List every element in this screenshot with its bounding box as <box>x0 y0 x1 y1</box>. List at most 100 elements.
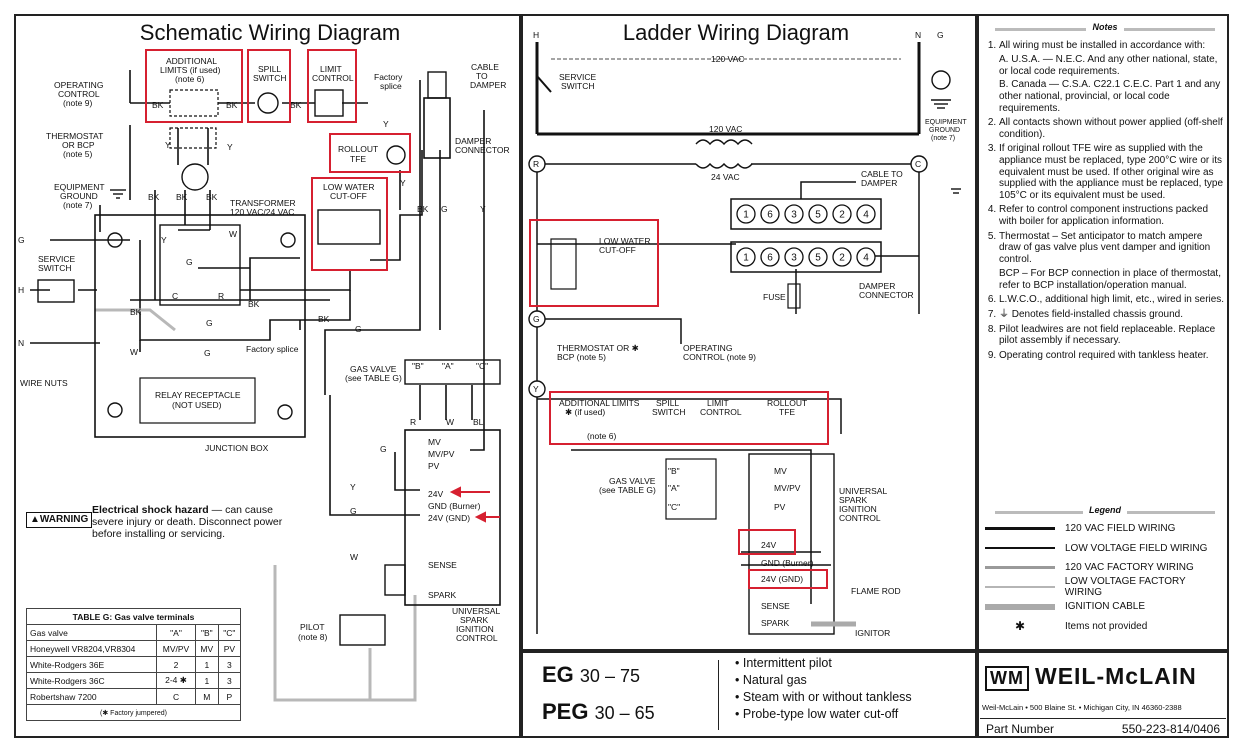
ladder-label-va: "A" <box>668 483 680 493</box>
ladder-label-sense: SENSE <box>761 601 790 611</box>
footer-divider <box>718 660 719 730</box>
feature-item: Intermittent pilot <box>735 655 912 672</box>
label-damper-connector-2: CONNECTOR <box>455 145 510 155</box>
legend-header: Legend <box>985 505 1225 515</box>
wire-label-bk: BK <box>148 192 160 202</box>
ladder-label-additional-limits-2: ✱ (if used) <box>565 407 605 417</box>
thermostat-symbol <box>181 163 209 191</box>
label-gas-valve: GAS VALVE <box>350 364 397 374</box>
pin-label: 3 <box>791 253 797 264</box>
note-item: Refer to control component instructions … <box>999 204 1225 227</box>
table-g: TABLE G: Gas valve terminals Gas valve "… <box>25 608 242 721</box>
ladder-label-spill-switch: SPILL <box>656 398 679 408</box>
note-item: If original rollout TFE wire as supplied… <box>999 143 1225 201</box>
note-item: Thermostat – Set anticipator to match am… <box>999 231 1225 292</box>
equipment-ground-screw <box>107 232 123 248</box>
ladder-label-damper-connector: DAMPER <box>859 281 895 291</box>
label-limit-control-2: CONTROL <box>312 73 354 83</box>
pin-circle <box>784 247 804 267</box>
model-panel <box>521 651 977 738</box>
label-additional-limits-2: LIMITS (if used) <box>160 65 221 75</box>
ladder-title: Ladder Wiring Diagram <box>622 20 850 45</box>
highlight-low-water-cutoff <box>311 177 388 271</box>
table-cell: White-Rodgers 36C <box>25 672 158 689</box>
jbox-screw-left <box>107 402 123 418</box>
ladder-label-trans-120: 120 VAC <box>709 124 742 134</box>
feature-item: Natural gas <box>735 672 912 689</box>
wire-label-bk: BK <box>318 314 330 324</box>
ladder-label-operating-control-2: CONTROL (note 9) <box>683 352 756 362</box>
schematic-diagram: ADDITIONAL LIMITS (if used) (note 6) SPI… <box>18 49 510 702</box>
ladder-label-trans-24: 24 VAC <box>711 172 740 182</box>
ladder-highlight-limits <box>549 391 829 445</box>
table-cell: White-Rodgers 36E <box>25 656 158 673</box>
highlight-additional-limits <box>145 49 243 123</box>
label-low-water-cutoff-2: CUT-OFF <box>330 191 367 201</box>
warning-bold: Electrical shock hazard <box>92 504 209 516</box>
relay-receptacle <box>139 377 256 424</box>
ladder-label-rollout-tfe: ROLLOUT <box>767 398 807 408</box>
ladder-label-y: Y <box>533 384 539 394</box>
feature-list: Intermittent pilot Natural gas Steam wit… <box>735 655 912 723</box>
ladder-label-spill-switch-2: SWITCH <box>652 407 686 417</box>
label-factory-splice: Factory <box>374 72 403 82</box>
wire-label-bk: BK <box>226 100 238 110</box>
legend-label: LOW VOLTAGE FACTORY WIRING <box>1064 576 1186 599</box>
note-item: All contacts shown without power applied… <box>999 117 1225 140</box>
wire-label-y: Y <box>165 140 171 150</box>
note-1a: A. U.S.A. — N.E.C. And any other nationa… <box>999 54 1218 77</box>
ladder-label-equipment-ground-2: GROUND <box>929 127 960 134</box>
table-cell: C <box>156 688 196 705</box>
pin-circle <box>760 204 780 224</box>
ladder-label-lwco: LOW WATER <box>599 236 650 246</box>
label-operating-control-2: CONTROL <box>58 89 100 99</box>
ladder-label-tspark: SPARK <box>761 618 790 628</box>
brand-mark: WM <box>985 666 1029 691</box>
wire-label-g: G <box>441 204 448 214</box>
table-cell: 1 <box>194 672 219 689</box>
label-limit-control: LIMIT <box>320 64 342 74</box>
pin-label: 4 <box>863 210 869 221</box>
wire-label-n: N <box>18 338 24 348</box>
ladder-label-fuse: FUSE <box>763 292 786 302</box>
part-number-row: Part Number 550-223-814/0406 <box>980 718 1226 736</box>
highlight-rollout-tfe <box>329 133 411 173</box>
ladder-ground-icon <box>931 70 961 194</box>
label-control: CONTROL <box>456 633 498 643</box>
wire-label-g: G <box>204 348 211 358</box>
note-item: Pilot leadwires are not field replaceabl… <box>999 324 1225 347</box>
damper-plug <box>427 71 447 99</box>
ladder-label-thermostat: THERMOSTAT OR ✱ <box>557 343 639 353</box>
ladder-label-service-switch-2: SWITCH <box>561 81 595 91</box>
wire-label-w: W <box>229 229 237 239</box>
table-cell: P <box>217 688 242 705</box>
label-service-switch-2: SWITCH <box>38 263 72 273</box>
wire-label-w: W <box>130 347 138 357</box>
table-header-cell: "C" <box>217 624 242 641</box>
notes: Notes All wiring must be installed in ac… <box>985 22 1225 364</box>
legend-line-swatch <box>985 547 1055 550</box>
table-cell: Robertshaw 7200 <box>25 688 158 705</box>
ladder-transformer-coil <box>695 139 753 169</box>
label-equipment-ground: EQUIPMENT <box>54 182 105 192</box>
label-spill-switch-2: SWITCH <box>253 73 287 83</box>
notes-header: Notes <box>985 22 1225 34</box>
label-valve-c: "C" <box>476 361 488 371</box>
ladder-label-note6: (note 6) <box>587 431 616 441</box>
highlight-limit-control <box>307 49 357 123</box>
spill-switch-symbol <box>257 92 279 114</box>
brand-name: WEIL-McLAIN <box>1034 663 1197 689</box>
wire-label-w: W <box>446 417 454 427</box>
label-valve-b: "B" <box>412 361 424 371</box>
ladder-service-switch <box>536 75 552 93</box>
table-cell: 3 <box>217 672 242 689</box>
table-cell: MV/PV <box>156 640 196 657</box>
ladder-ignition-control <box>748 453 835 635</box>
highlight-boxes <box>145 49 411 271</box>
note-item: Operating control required with tankless… <box>999 350 1225 362</box>
pin-circle <box>760 247 780 267</box>
wire-label-g: G <box>186 257 193 267</box>
table-header-cell: Gas valve <box>25 624 158 641</box>
equipment-ground-icon <box>110 189 126 199</box>
label-term-mv: MV <box>428 437 441 447</box>
